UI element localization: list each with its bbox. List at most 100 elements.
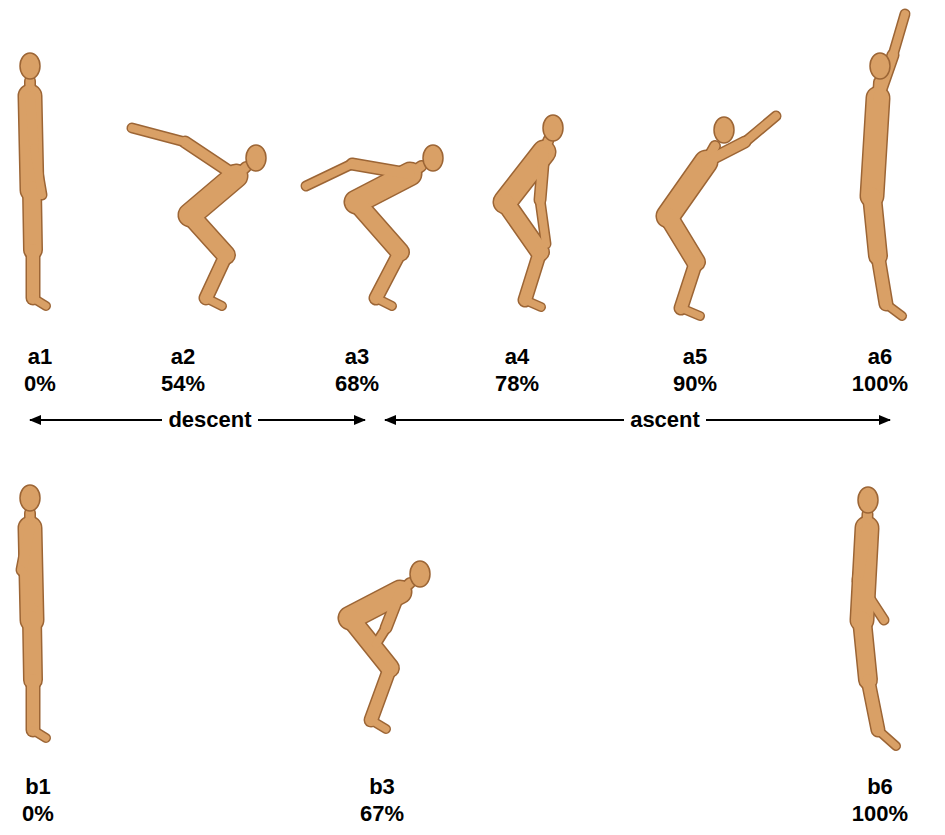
body-limb xyxy=(371,668,390,720)
body-limb xyxy=(371,720,386,729)
body-limb xyxy=(352,164,410,174)
phase-label: 90% xyxy=(673,372,717,396)
body-limb xyxy=(376,628,386,644)
human-figure xyxy=(20,485,46,738)
body-limb xyxy=(132,128,185,142)
body-limb xyxy=(540,152,544,200)
body-limb xyxy=(306,164,352,186)
body-limb xyxy=(872,98,878,196)
body-limb xyxy=(27,250,39,298)
phase-label: a3 xyxy=(345,345,369,369)
body-limb xyxy=(893,14,905,55)
human-figure xyxy=(858,487,896,746)
body-head xyxy=(20,485,40,511)
body-limb xyxy=(356,202,400,252)
body-limb xyxy=(190,215,226,255)
body-limb xyxy=(30,96,34,148)
body-limb xyxy=(540,200,546,244)
body-limb xyxy=(350,618,390,668)
body-limb xyxy=(386,592,400,628)
body-limb xyxy=(681,308,700,316)
body-limb xyxy=(872,98,878,196)
body-limb xyxy=(376,628,386,644)
body-limb xyxy=(872,196,878,256)
body-limb xyxy=(862,620,868,680)
body-limb xyxy=(33,298,46,306)
body-limb xyxy=(32,190,33,250)
body-limb xyxy=(668,162,706,216)
body-limb xyxy=(878,730,896,746)
body-limb xyxy=(26,680,41,730)
body-limb xyxy=(371,668,390,720)
body-head xyxy=(20,53,40,79)
body-limb xyxy=(352,164,410,174)
body-limb xyxy=(681,262,696,308)
phase-label: a6 xyxy=(868,345,892,369)
body-limb xyxy=(668,216,696,262)
body-limb xyxy=(668,162,706,216)
body-limb xyxy=(858,580,884,620)
body-limb xyxy=(206,298,222,306)
body-limb xyxy=(706,142,745,162)
human-figure xyxy=(505,115,563,307)
body-limb xyxy=(745,116,776,142)
body-limb xyxy=(525,300,541,307)
body-limb xyxy=(185,142,236,176)
body-limb xyxy=(668,216,696,262)
body-limb xyxy=(540,152,544,200)
body-limb xyxy=(858,528,867,580)
body-limb xyxy=(376,298,392,306)
body-limb xyxy=(206,298,222,306)
body-limb xyxy=(505,152,544,202)
phase-label: 68% xyxy=(335,372,379,396)
phase-name: descent xyxy=(162,408,257,432)
body-limb xyxy=(22,570,38,602)
body-head xyxy=(410,561,430,587)
body-limb xyxy=(33,298,46,306)
body-limb xyxy=(32,190,33,250)
body-limb xyxy=(22,528,30,570)
body-limb xyxy=(706,142,745,162)
phase-label: 0% xyxy=(24,372,56,396)
body-limb xyxy=(34,148,42,195)
body-limb xyxy=(30,96,34,148)
body-limb xyxy=(745,116,776,142)
body-limb xyxy=(376,298,392,306)
body-limb xyxy=(681,262,696,308)
body-limb xyxy=(33,730,46,738)
body-limb xyxy=(376,252,400,298)
body-limb xyxy=(32,620,33,680)
human-figure xyxy=(350,561,430,729)
body-limb xyxy=(505,152,544,202)
body-head xyxy=(543,115,563,141)
body-limb xyxy=(886,304,902,316)
phase-label: a4 xyxy=(505,345,529,369)
body-limb xyxy=(32,620,33,680)
phase-label: 100% xyxy=(852,372,908,396)
body-limb xyxy=(33,730,46,738)
phase-label: a1 xyxy=(28,345,52,369)
phase-name: ascent xyxy=(624,408,706,432)
phase-label: 0% xyxy=(22,802,54,826)
body-limb xyxy=(868,680,878,730)
phase-label: b3 xyxy=(369,775,395,799)
human-figure xyxy=(870,14,905,316)
body-limb xyxy=(862,620,868,680)
phase-label: 78% xyxy=(495,372,539,396)
phase-label: 67% xyxy=(360,802,404,826)
phase-label: b1 xyxy=(25,775,51,799)
body-limb xyxy=(356,174,410,202)
body-head xyxy=(714,117,734,143)
body-limb xyxy=(190,215,226,255)
body-head xyxy=(870,53,890,79)
body-limb xyxy=(681,308,700,316)
human-figure xyxy=(668,116,776,316)
body-limb xyxy=(190,176,236,215)
body-limb xyxy=(525,252,540,300)
body-limb xyxy=(525,300,541,307)
body-head xyxy=(423,145,443,171)
body-limb xyxy=(376,252,400,298)
body-limb xyxy=(371,720,386,729)
